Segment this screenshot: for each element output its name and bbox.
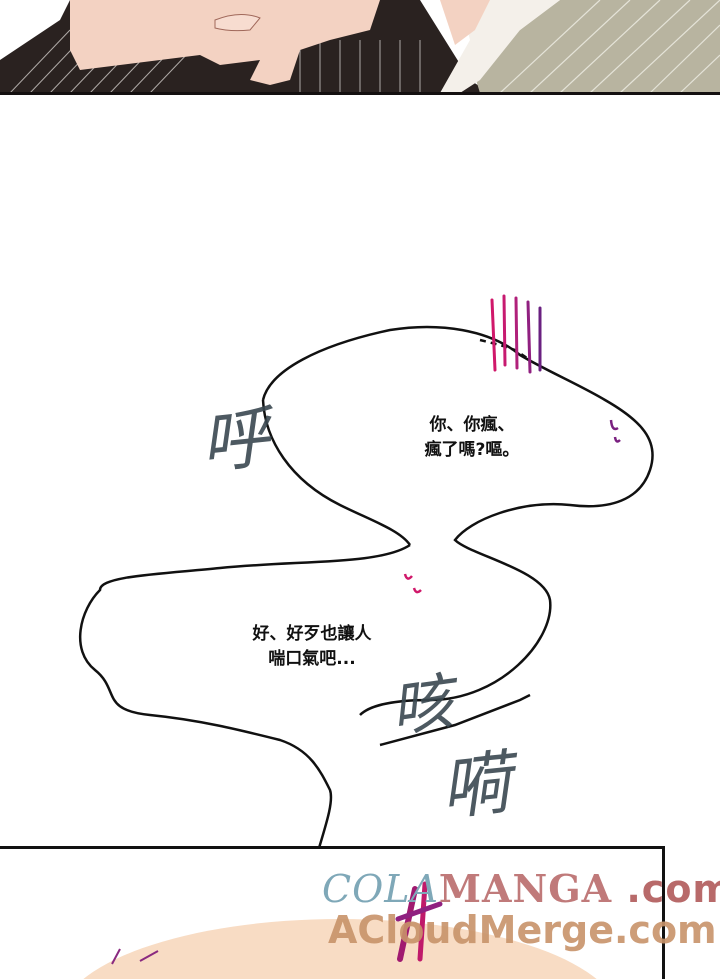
top-panel-art bbox=[0, 0, 720, 93]
watermark-cola: COLA bbox=[322, 867, 439, 911]
top-panel bbox=[0, 0, 720, 93]
watermark-com: .com bbox=[626, 867, 720, 911]
bottom-panel-marks bbox=[111, 881, 443, 965]
sfx-hu: 呼 bbox=[196, 398, 273, 485]
panel-border bbox=[0, 92, 720, 95]
bubble-1-outline bbox=[261, 325, 654, 716]
sfx-he: 嗬 bbox=[436, 741, 515, 831]
speech-bubble-2-text: 好、好歹也讓人 喘口氣吧... bbox=[252, 624, 372, 669]
emotion-lines bbox=[490, 294, 542, 374]
watermark-manga: MANGA bbox=[438, 866, 613, 911]
watermark-colamanga: COLAMANGA .com bbox=[322, 866, 720, 911]
bubble-2-outline bbox=[79, 543, 411, 946]
speech-bubble-1-text: 你、你瘋、 瘋了嗎?嘔。 bbox=[424, 415, 520, 460]
watermark-acloudmerge: ACloudMerge.com bbox=[328, 908, 717, 952]
